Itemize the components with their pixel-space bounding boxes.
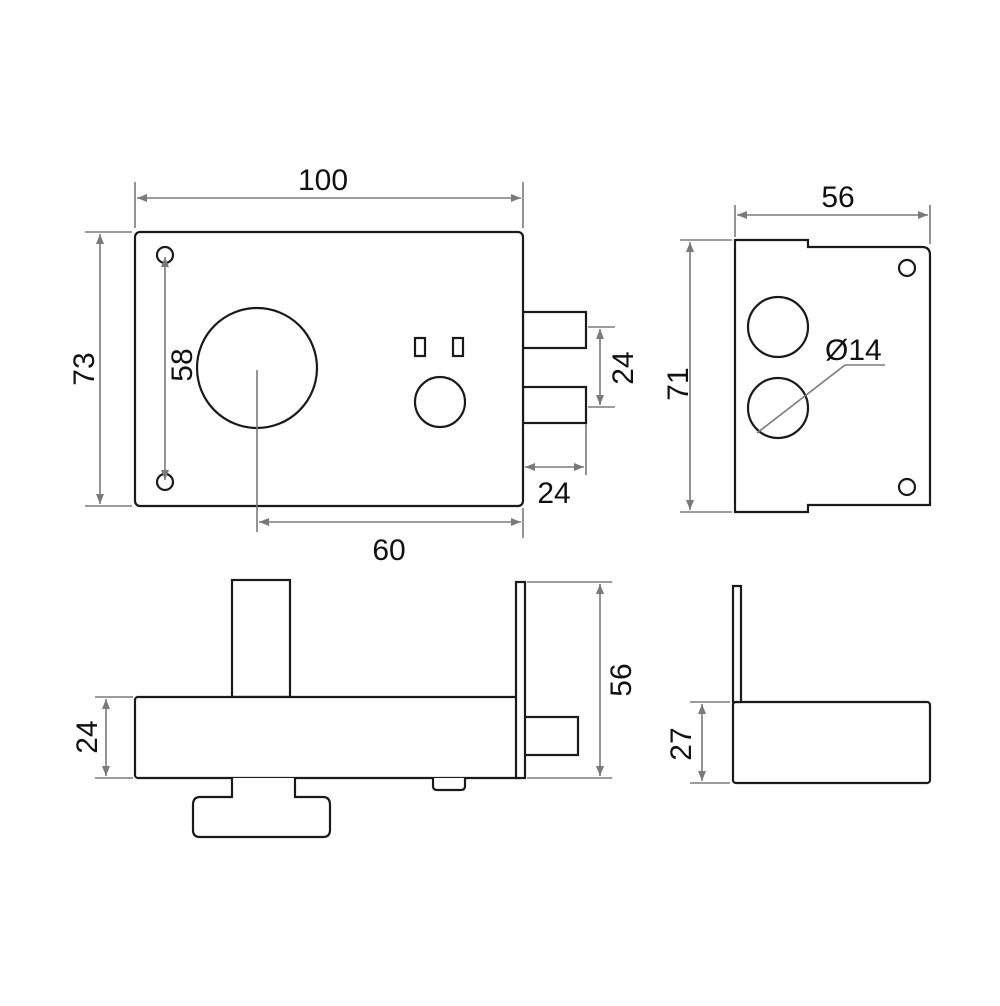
side-screw-bottom xyxy=(897,477,917,497)
front-view xyxy=(133,230,588,508)
dim-offset-60: 60 xyxy=(372,534,405,567)
front-dimensions xyxy=(85,182,615,538)
end-view xyxy=(690,584,932,785)
dim-bolt-spacing-24: 24 xyxy=(607,351,640,384)
bottom-bump xyxy=(431,778,467,792)
bottom-body xyxy=(133,695,525,780)
dim-bolt-projection-24: 24 xyxy=(537,477,570,510)
cylinder-post xyxy=(230,578,292,699)
side-hole-upper xyxy=(746,295,810,359)
slot-left xyxy=(413,336,427,358)
knob-hole xyxy=(413,375,467,429)
bolt-upper xyxy=(521,310,588,350)
side-view xyxy=(680,205,932,514)
bolt-lower xyxy=(521,385,588,425)
dim-side-width-56: 56 xyxy=(821,181,854,214)
dim-side-height-71: 71 xyxy=(662,367,695,400)
dim-hole-diameter: Ø14 xyxy=(825,334,882,367)
side-hole-lower xyxy=(746,376,810,440)
dim-width-100: 100 xyxy=(298,164,348,197)
side-screw-top xyxy=(897,258,917,278)
bottom-plate xyxy=(514,580,527,780)
end-body xyxy=(731,700,932,785)
dim-hole-spacing-58: 58 xyxy=(166,348,199,381)
lock-body xyxy=(133,230,525,508)
thumb-turn xyxy=(191,778,332,839)
bottom-bolt xyxy=(521,715,580,757)
side-plate xyxy=(733,238,932,514)
dim-total-height-56: 56 xyxy=(605,663,638,696)
dim-height-73: 73 xyxy=(68,352,101,385)
bottom-view xyxy=(95,578,612,839)
end-plate xyxy=(731,584,743,704)
slot-right xyxy=(451,336,465,358)
dim-end-depth-27: 27 xyxy=(665,727,698,760)
dim-depth-24: 24 xyxy=(71,720,104,753)
